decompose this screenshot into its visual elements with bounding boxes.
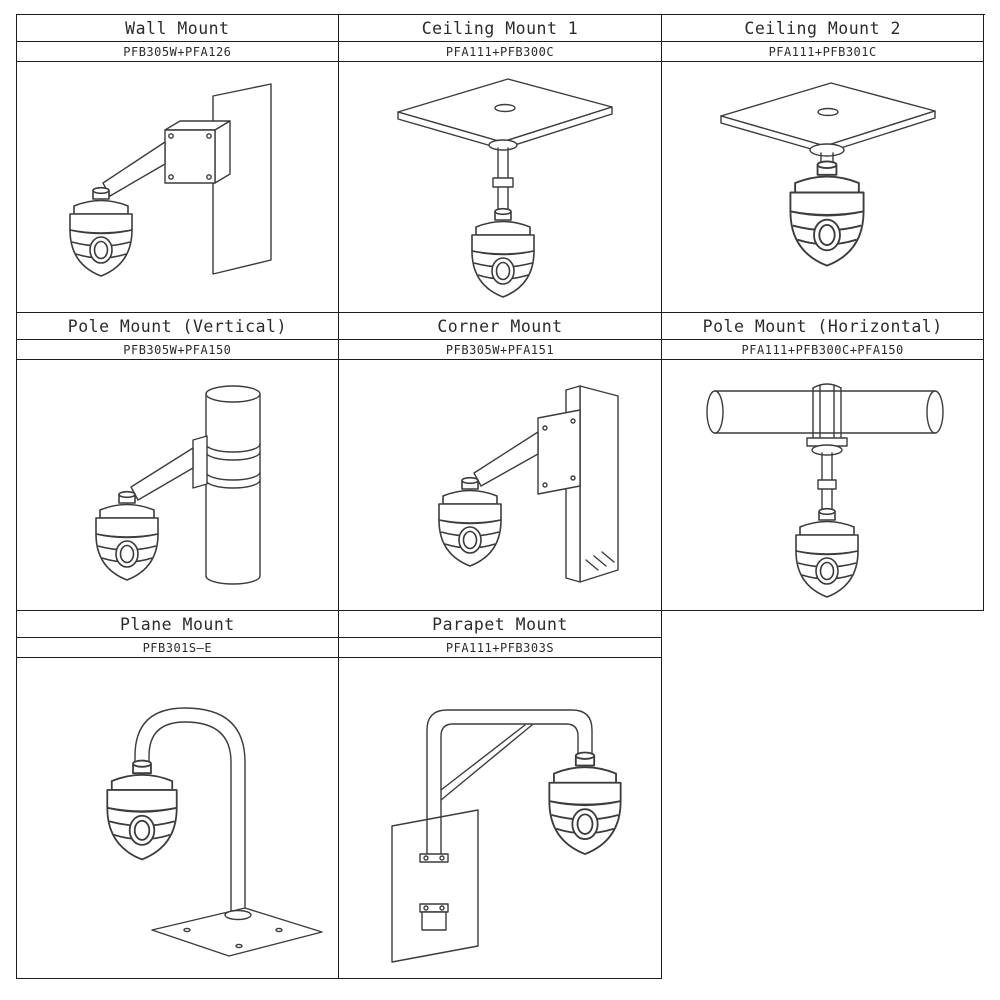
part-number: PFA111+PFB301C bbox=[661, 42, 984, 62]
ptz-camera bbox=[106, 759, 178, 861]
cell-title: Wall Mount bbox=[16, 15, 339, 42]
pole-mount-vertical-illustration bbox=[95, 385, 262, 585]
ceiling-tile bbox=[719, 82, 936, 154]
horizontal-pole bbox=[705, 390, 944, 434]
bracket-arm bbox=[130, 447, 195, 501]
pole-strap-bracket bbox=[192, 435, 209, 489]
ptz-camera bbox=[548, 751, 622, 855]
mount-cell-plane: Plane Mount PFB301S—E bbox=[16, 611, 340, 979]
ceiling-mount-2-illustration bbox=[719, 82, 936, 267]
bracket-arm bbox=[473, 431, 539, 487]
mount-cell-pole-horizontal: Pole Mount (Horizontal) PFA111+PFB300C+P… bbox=[661, 313, 985, 611]
base-plate bbox=[151, 907, 324, 957]
part-number: PFB301S—E bbox=[16, 638, 339, 658]
junction-box bbox=[164, 120, 232, 184]
ceiling-tile bbox=[397, 78, 613, 150]
ptz-camera bbox=[438, 476, 502, 567]
corner-adapter bbox=[537, 409, 581, 495]
mount-options-sheet: Wall Mount PFB305W+PFA126 bbox=[15, 14, 985, 979]
parapet-pole bbox=[426, 709, 593, 855]
cell-title: Pole Mount (Horizontal) bbox=[661, 313, 984, 340]
ptz-camera bbox=[69, 186, 134, 277]
ptz-camera bbox=[794, 507, 859, 598]
compact-mount bbox=[808, 143, 845, 165]
part-number: PFB305W+PFA150 bbox=[16, 340, 339, 360]
mount-cell-wall: Wall Mount PFB305W+PFA126 bbox=[16, 15, 340, 313]
drop-pole bbox=[810, 444, 843, 513]
wall-bracket bbox=[419, 853, 449, 931]
part-number: PFB305W+PFA151 bbox=[339, 340, 661, 360]
mount-cell-ceiling-2: Ceiling Mount 2 PFA111+PFB301C bbox=[661, 15, 985, 313]
ceiling-mount-1-illustration bbox=[397, 78, 613, 298]
bracket-arm bbox=[102, 141, 167, 197]
part-number: PFA111+PFB300C+PFA150 bbox=[661, 340, 984, 360]
cell-title: Ceiling Mount 1 bbox=[339, 15, 661, 42]
vertical-pole bbox=[205, 385, 262, 585]
cell-title: Ceiling Mount 2 bbox=[661, 15, 984, 42]
cell-title: Plane Mount bbox=[16, 611, 339, 638]
empty-cell bbox=[661, 611, 985, 979]
mount-cell-corner: Corner Mount PFB305W+PFA151 bbox=[339, 313, 662, 611]
gooseneck-pole bbox=[134, 707, 247, 927]
ptz-camera bbox=[95, 490, 160, 581]
ptz-camera bbox=[471, 207, 535, 298]
cell-title: Parapet Mount bbox=[339, 611, 661, 638]
mount-cell-parapet: Parapet Mount PFA111+PFB303S bbox=[339, 611, 662, 979]
wall-mount-illustration bbox=[69, 83, 273, 277]
mount-cell-pole-vertical: Pole Mount (Vertical) PFB305W+PFA150 bbox=[16, 313, 340, 611]
mount-cell-ceiling-1: Ceiling Mount 1 PFA111+PFB300C bbox=[339, 15, 662, 313]
corner-mount-illustration bbox=[438, 385, 619, 583]
part-number: PFA111+PFB303S bbox=[339, 638, 661, 658]
drop-pole bbox=[488, 139, 518, 213]
part-number: PFB305W+PFA126 bbox=[16, 42, 339, 62]
parapet-mount-illustration bbox=[391, 709, 622, 963]
plane-mount-illustration bbox=[106, 707, 324, 957]
part-number: PFA111+PFB300C bbox=[339, 42, 661, 62]
cell-title: Pole Mount (Vertical) bbox=[16, 313, 339, 340]
wall-panel bbox=[391, 809, 479, 963]
pole-clamp bbox=[805, 383, 848, 447]
ptz-camera bbox=[789, 160, 865, 267]
cell-title: Corner Mount bbox=[339, 313, 661, 340]
pole-mount-horizontal-illustration bbox=[705, 383, 944, 598]
